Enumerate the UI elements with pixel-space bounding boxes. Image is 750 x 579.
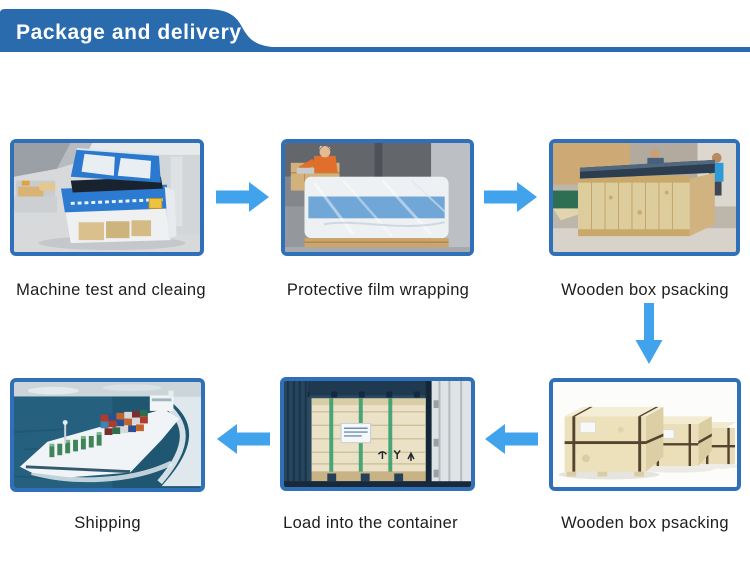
container-loading-photo: [280, 377, 475, 491]
step-caption: Protective film wrapping: [286, 281, 470, 299]
film-wrapping-photo: [281, 139, 474, 256]
film-wrapping-illustration: [285, 143, 470, 252]
container-loading-illustration: [284, 381, 471, 487]
machine-test-illustration: [14, 143, 200, 252]
section-header-banner: Package and delivery: [0, 9, 750, 52]
arrow-right-icon: [216, 182, 269, 212]
wooden-box-packing-photo: [549, 139, 740, 256]
shipping-photo: [10, 378, 205, 492]
arrow-right-icon: [484, 182, 537, 212]
shipping-illustration: [14, 382, 201, 488]
step-caption: Load into the container: [283, 514, 458, 532]
arrow-left-icon: [485, 424, 538, 454]
step-caption: Machine test and cleaing: [16, 281, 206, 299]
wooden-box-packing-illustration: [553, 143, 736, 252]
machine-test-photo: [10, 139, 204, 256]
step-caption: Wooden box psacking: [561, 281, 729, 299]
step-caption: Wooden box psacking: [561, 514, 729, 532]
wooden-crates-photo: [549, 378, 741, 491]
step-caption: Shipping: [74, 514, 141, 532]
arrow-down-icon: [635, 303, 663, 364]
wooden-crates-illustration: [553, 382, 737, 487]
section-title: Package and delivery: [16, 21, 242, 44]
arrow-left-icon: [217, 424, 270, 454]
